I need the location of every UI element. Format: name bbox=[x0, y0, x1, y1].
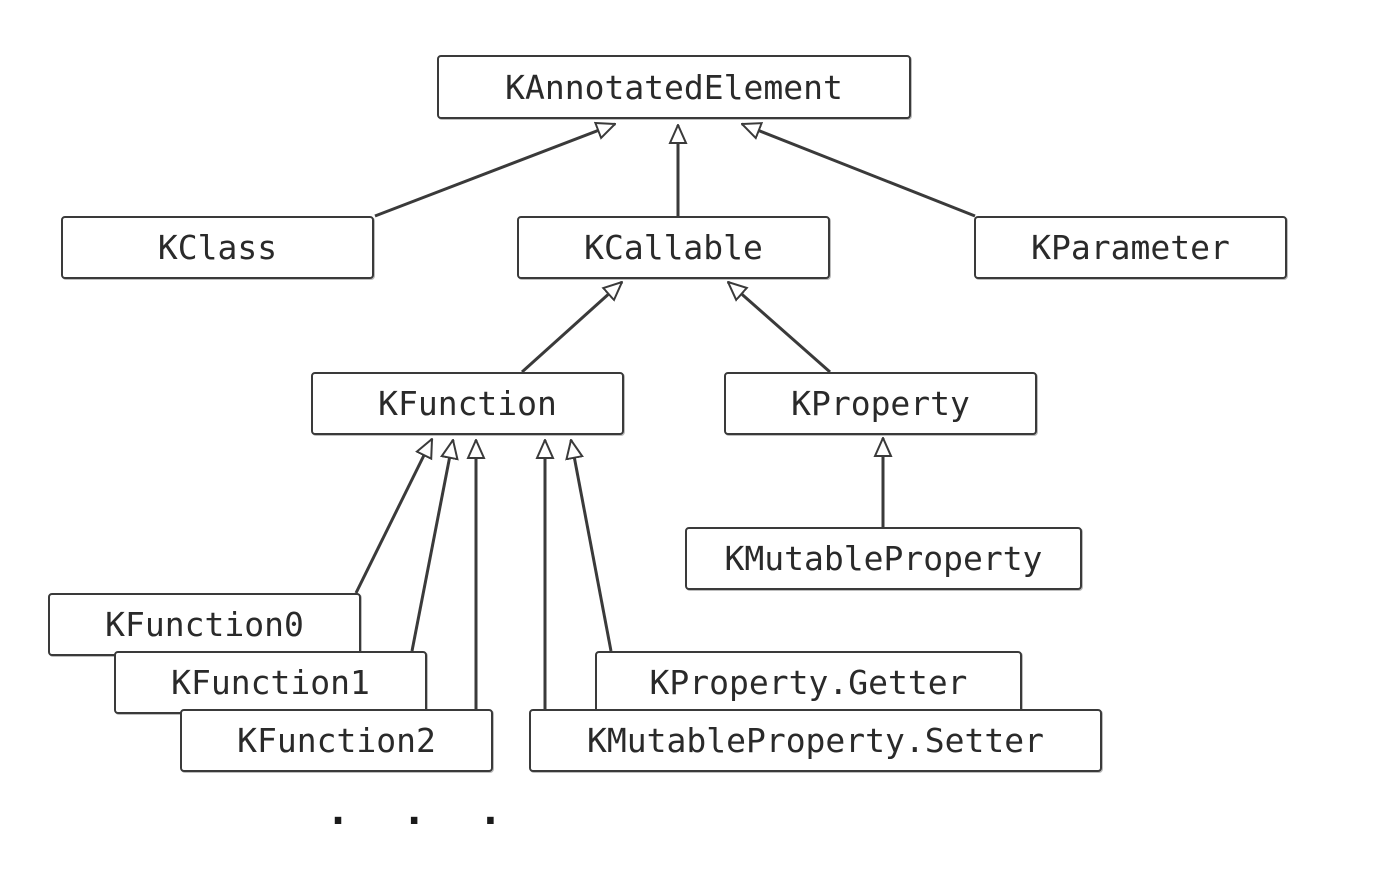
node-kmutableproperty-setter: KMutableProperty.Setter bbox=[529, 709, 1102, 772]
edge-getter-to-kfunction bbox=[571, 440, 613, 652]
node-kfunction2: KFunction2 bbox=[180, 709, 493, 772]
edge-kfunction1-to-kfunction bbox=[410, 440, 453, 652]
node-kmutableproperty: KMutableProperty bbox=[685, 527, 1082, 590]
node-kfunction1: KFunction1 bbox=[114, 651, 427, 714]
node-kclass: KClass bbox=[61, 216, 374, 279]
node-kfunction: KFunction bbox=[311, 372, 624, 435]
edge-kfunction0-to-kfunction bbox=[354, 439, 434, 594]
node-kparameter: KParameter bbox=[974, 216, 1287, 279]
edge-kclass-to-kannotatedelement bbox=[374, 124, 615, 218]
edge-kproperty-to-kcallable bbox=[728, 282, 831, 374]
node-kproperty: KProperty bbox=[724, 372, 1037, 435]
edge-kfunction-to-kcallable bbox=[520, 282, 622, 374]
edge-kparameter-to-kannotatedelement bbox=[742, 124, 976, 218]
more-functions-ellipsis: . . . bbox=[326, 788, 517, 834]
node-kfunction0: KFunction0 bbox=[48, 593, 361, 656]
node-kproperty-getter: KProperty.Getter bbox=[595, 651, 1022, 714]
node-kannotatedelement: KAnnotatedElement bbox=[437, 55, 911, 119]
node-kcallable: KCallable bbox=[517, 216, 830, 279]
